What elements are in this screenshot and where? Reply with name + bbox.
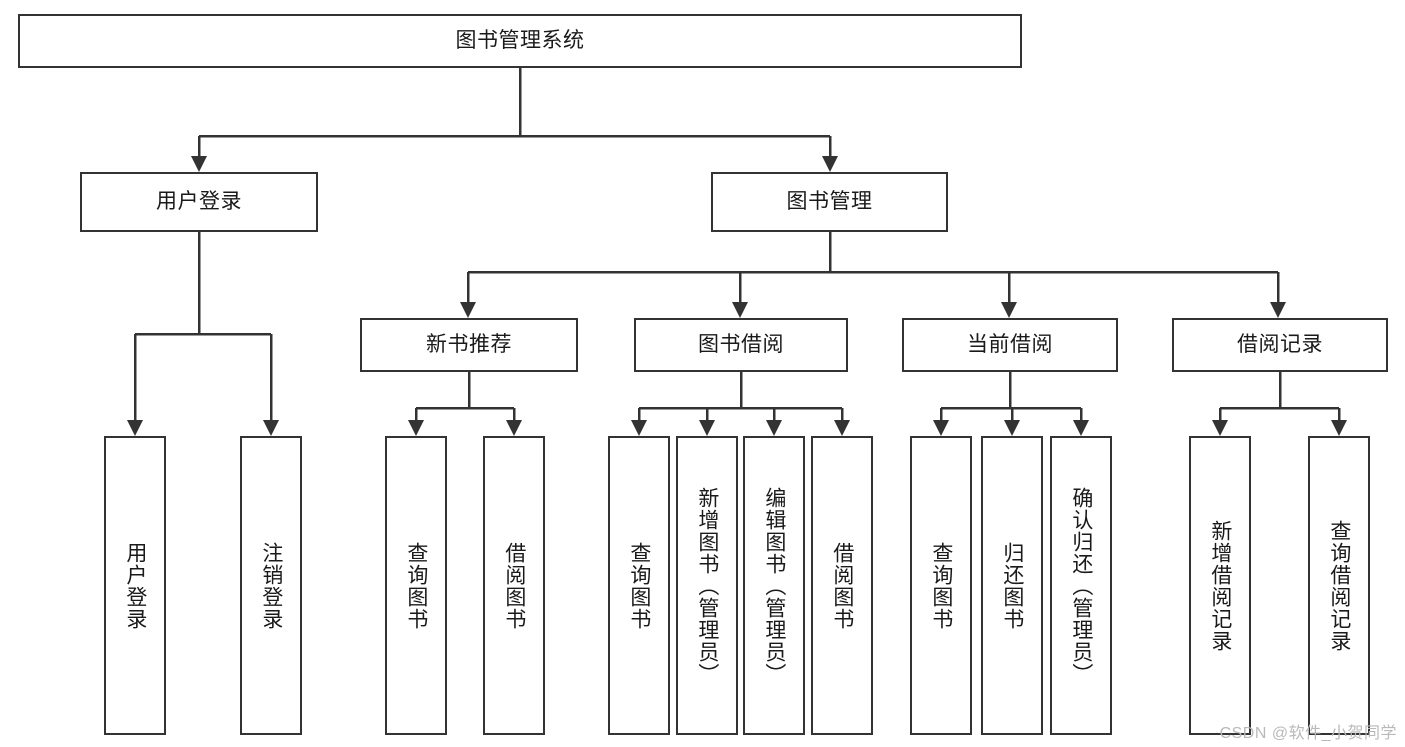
group-0-leaf-arrow-1-head <box>506 420 522 436</box>
manage-to-level2-arrow-1-head <box>732 302 748 318</box>
group-2-leaf-arrow-1-head <box>1004 420 1020 436</box>
login-to-leaf-arrow-1-head <box>263 420 279 436</box>
level2-node-3-label: 借阅记录 <box>1237 333 1323 357</box>
level2-node-1-label: 图书借阅 <box>698 333 784 357</box>
root-node-book-management-system[interactable]: 图书管理系统 <box>18 14 1022 68</box>
leaf-node-11-label: 新增借阅记录 <box>1208 519 1232 652</box>
leaf-node-11[interactable]: 新增借阅记录 <box>1189 436 1251 735</box>
level1-node-0-label: 用户登录 <box>156 190 242 214</box>
level1-node-1-label: 图书管理 <box>786 190 873 214</box>
login-to-leaf-arrow-0-head <box>127 420 143 436</box>
root-node-book-management-system-label: 图书管理系统 <box>455 29 585 53</box>
group-2-leaf-arrow-0-head <box>933 420 949 436</box>
level2-node-3[interactable]: 借阅记录 <box>1172 318 1388 372</box>
leaf-node-10-label: 确认归还（管理员） <box>1069 486 1093 685</box>
level2-node-1[interactable]: 图书借阅 <box>634 318 848 372</box>
manage-to-level2-arrow-2-head <box>1001 302 1017 318</box>
leaf-node-3-label: 借阅图书 <box>502 541 526 630</box>
leaf-node-12[interactable]: 查询借阅记录 <box>1308 436 1370 735</box>
group-3-leaf-arrow-1-head <box>1331 420 1347 436</box>
root-to-level1-arrow-1-head <box>822 156 838 172</box>
leaf-node-2-label: 查询图书 <box>404 541 428 630</box>
leaf-node-4[interactable]: 查询图书 <box>608 436 670 735</box>
level1-node-1[interactable]: 图书管理 <box>711 172 948 232</box>
group-0-leaf-arrow-0-head <box>408 420 424 436</box>
leaf-node-8-label: 查询图书 <box>929 541 953 630</box>
group-1-leaf-arrow-3-head <box>834 420 850 436</box>
leaf-node-0[interactable]: 用户登录 <box>104 436 166 735</box>
group-2-leaf-arrow-2-head <box>1073 420 1089 436</box>
leaf-node-5[interactable]: 新增图书（管理员） <box>676 436 738 735</box>
csdn-watermark: CSDN @软件_小贺同学 <box>1219 725 1397 742</box>
leaf-node-3[interactable]: 借阅图书 <box>483 436 545 735</box>
group-3-leaf-arrow-0-head <box>1212 420 1228 436</box>
leaf-node-7[interactable]: 借阅图书 <box>811 436 873 735</box>
group-1-leaf-arrow-2-head <box>766 420 782 436</box>
group-1-leaf-arrow-1-head <box>699 420 715 436</box>
leaf-node-6-label: 编辑图书（管理员） <box>762 486 786 685</box>
leaf-node-8[interactable]: 查询图书 <box>910 436 972 735</box>
leaf-node-12-label: 查询借阅记录 <box>1327 519 1351 652</box>
manage-to-level2-arrow-0-head <box>460 302 476 318</box>
leaf-node-7-label: 借阅图书 <box>830 541 854 630</box>
leaf-node-9-label: 归还图书 <box>1000 541 1024 630</box>
manage-to-level2-arrow-3-head <box>1270 302 1286 318</box>
level2-node-0-label: 新书推荐 <box>426 333 512 357</box>
leaf-node-2[interactable]: 查询图书 <box>385 436 447 735</box>
leaf-node-4-label: 查询图书 <box>627 541 651 630</box>
leaf-node-6[interactable]: 编辑图书（管理员） <box>743 436 805 735</box>
level2-node-0[interactable]: 新书推荐 <box>360 318 578 372</box>
level2-node-2-label: 当前借阅 <box>967 333 1053 357</box>
leaf-node-1-label: 注销登录 <box>259 541 283 630</box>
leaf-node-1[interactable]: 注销登录 <box>240 436 302 735</box>
leaf-node-10[interactable]: 确认归还（管理员） <box>1050 436 1112 735</box>
group-1-leaf-arrow-0-head <box>631 420 647 436</box>
root-to-level1-arrow-0-head <box>191 156 207 172</box>
leaf-node-9[interactable]: 归还图书 <box>981 436 1043 735</box>
leaf-node-0-label: 用户登录 <box>123 541 147 630</box>
level2-node-2[interactable]: 当前借阅 <box>902 318 1118 372</box>
leaf-node-5-label: 新增图书（管理员） <box>695 486 719 685</box>
level1-node-0[interactable]: 用户登录 <box>80 172 318 232</box>
